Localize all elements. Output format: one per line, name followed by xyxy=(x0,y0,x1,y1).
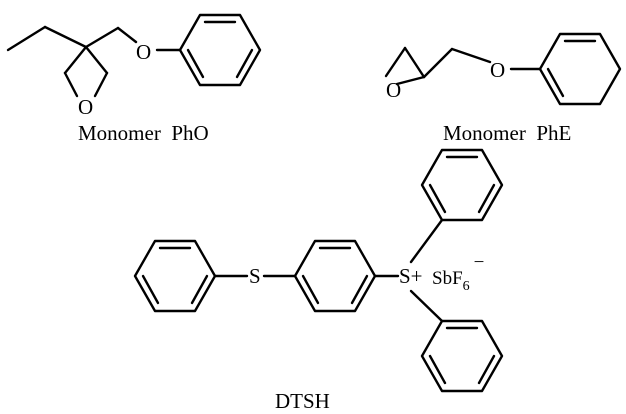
pho-caption: Monomer PhO xyxy=(78,121,209,145)
molecule-pho: O O Monomer PhO xyxy=(6,13,262,145)
pho-ether-oxygen: O xyxy=(136,40,151,64)
dtsh-counterion: SbF6− xyxy=(432,252,484,294)
phe-ring-oxygen: O xyxy=(386,78,401,102)
phe-caption: Monomer PhE xyxy=(443,121,571,145)
dtsh-sulfonium-sulfur: S+ xyxy=(399,264,423,288)
molecule-dtsh: S S+ SbF6− DTSH xyxy=(133,148,504,413)
pho-ring-oxygen: O xyxy=(78,95,93,119)
dtsh-thioether-sulfur: S xyxy=(249,264,261,288)
molecule-phe: O O Monomer PhE xyxy=(384,32,622,145)
dtsh-caption: DTSH xyxy=(275,389,330,413)
phe-ether-oxygen: O xyxy=(490,58,505,82)
